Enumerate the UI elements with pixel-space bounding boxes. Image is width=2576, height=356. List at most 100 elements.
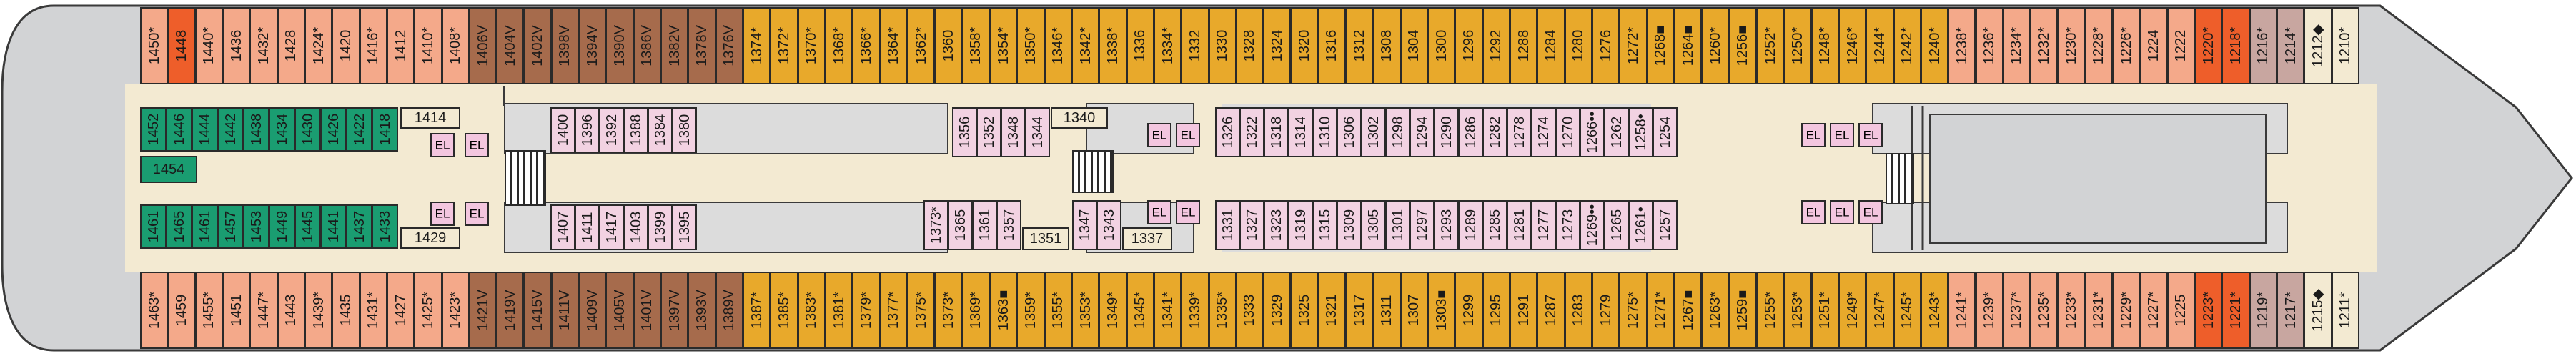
cabin-1376V[interactable]: 1376V	[715, 7, 744, 84]
cabin-1217[interactable]: 1217*	[2277, 272, 2305, 349]
cabin-1401V[interactable]: 1401V	[633, 272, 662, 349]
cabin-1210[interactable]: 1210*	[2331, 7, 2359, 84]
cabin-1276[interactable]: 1276	[1592, 7, 1620, 84]
cabin-1351[interactable]: 1351	[1022, 227, 1069, 250]
cabin-1414[interactable]: 1414	[400, 107, 460, 129]
cabin-1440[interactable]: 1440*	[194, 7, 223, 84]
cabin-1220[interactable]: 1220*	[2194, 7, 2223, 84]
cabin-1322[interactable]: 1322	[1239, 107, 1264, 157]
cabin-1417[interactable]: 1417	[599, 204, 624, 250]
cabin-1318[interactable]: 1318	[1264, 107, 1289, 157]
cabin-1325[interactable]: 1325	[1290, 272, 1319, 349]
cabin-1307[interactable]: 1307	[1400, 272, 1429, 349]
cabin-1400[interactable]: 1400	[550, 107, 575, 153]
cabin-1247[interactable]: 1247*	[1866, 272, 1894, 349]
cabin-1270[interactable]: 1270	[1555, 107, 1580, 157]
cabin-1424[interactable]: 1424*	[304, 7, 333, 84]
cabin-1342[interactable]: 1342*	[1071, 7, 1100, 84]
cabin-1411[interactable]: 1411	[575, 204, 600, 250]
cabin-1226[interactable]: 1226*	[2112, 7, 2141, 84]
cabin-1445[interactable]: 1445	[294, 204, 321, 249]
cabin-1234[interactable]: 1234*	[2002, 7, 2031, 84]
cabin-1439[interactable]: 1439*	[304, 272, 333, 349]
cabin-1233[interactable]: 1233*	[2057, 272, 2086, 349]
cabin-1328[interactable]: 1328	[1235, 7, 1264, 84]
cabin-1350[interactable]: 1350*	[1016, 7, 1045, 84]
cabin-1316[interactable]: 1316	[1317, 7, 1347, 84]
cabin-1448[interactable]: 1448	[167, 7, 196, 84]
cabin-1317[interactable]: 1317	[1345, 272, 1374, 349]
cabin-1232[interactable]: 1232*	[2030, 7, 2059, 84]
cabin-1304[interactable]: 1304	[1400, 7, 1429, 84]
cabin-1402V[interactable]: 1402V	[523, 7, 552, 84]
cabin-1249[interactable]: 1249*	[1838, 272, 1867, 349]
cabin-1338[interactable]: 1338*	[1099, 7, 1127, 84]
cabin-1275[interactable]: 1275*	[1619, 272, 1648, 349]
cabin-1429[interactable]: 1429	[400, 227, 460, 249]
cabin-1368[interactable]: 1368*	[825, 7, 853, 84]
cabin-1396[interactable]: 1396	[575, 107, 600, 153]
cabin-1340[interactable]: 1340	[1051, 107, 1108, 129]
cabin-1436[interactable]: 1436	[222, 7, 251, 84]
cabin-1259[interactable]: 1259■	[1728, 272, 1757, 349]
cabin-1227[interactable]: 1227*	[2139, 272, 2168, 349]
cabin-1333[interactable]: 1333	[1235, 272, 1264, 349]
cabin-1211[interactable]: 1211*	[2331, 272, 2359, 349]
cabin-1365[interactable]: 1365	[948, 200, 973, 250]
cabin-1326[interactable]: 1326	[1215, 107, 1240, 157]
cabin-1291[interactable]: 1291	[1510, 272, 1538, 349]
cabin-1418[interactable]: 1418	[372, 107, 398, 152]
cabin-1273[interactable]: 1273	[1555, 200, 1580, 250]
cabin-1459[interactable]: 1459	[167, 272, 196, 349]
cabin-1324[interactable]: 1324	[1263, 7, 1292, 84]
cabin-1283[interactable]: 1283	[1564, 272, 1592, 349]
cabin-1443[interactable]: 1443	[277, 272, 305, 349]
cabin-1256[interactable]: 1256■	[1728, 7, 1757, 84]
cabin-1281[interactable]: 1281	[1507, 200, 1532, 250]
cabin-1282[interactable]: 1282	[1482, 107, 1507, 157]
cabin-1246[interactable]: 1246*	[1838, 7, 1867, 84]
cabin-1286[interactable]: 1286	[1458, 107, 1483, 157]
cabin-1279[interactable]: 1279	[1592, 272, 1620, 349]
cabin-1447[interactable]: 1447*	[249, 272, 278, 349]
cabin-1296[interactable]: 1296	[1455, 7, 1483, 84]
cabin-1251[interactable]: 1251*	[1810, 272, 1839, 349]
cabin-1212[interactable]: 1212◆	[2304, 7, 2332, 84]
cabin-1293[interactable]: 1293	[1434, 200, 1459, 250]
cabin-1451[interactable]: 1451	[222, 272, 251, 349]
cabin-1240[interactable]: 1240*	[1920, 7, 1949, 84]
cabin-1347[interactable]: 1347	[1072, 200, 1097, 250]
cabin-1393V[interactable]: 1393V	[688, 272, 716, 349]
cabin-1339[interactable]: 1339*	[1181, 272, 1209, 349]
cabin-1300[interactable]: 1300	[1427, 7, 1456, 84]
cabin-1403[interactable]: 1403	[623, 204, 648, 250]
cabin-1435[interactable]: 1435	[332, 272, 360, 349]
cabin-1355[interactable]: 1355*	[1044, 272, 1072, 349]
cabin-1218[interactable]: 1218*	[2221, 7, 2250, 84]
cabin-1453[interactable]: 1453	[243, 204, 269, 249]
cabin-1441[interactable]: 1441	[320, 204, 347, 249]
cabin-1427[interactable]: 1427	[386, 272, 415, 349]
cabin-1461[interactable]: 1461	[140, 204, 167, 249]
cabin-1231[interactable]: 1231*	[2084, 272, 2114, 349]
cabin-1379[interactable]: 1379*	[852, 272, 881, 349]
cabin-1431[interactable]: 1431*	[359, 272, 387, 349]
cabin-1228[interactable]: 1228*	[2084, 7, 2114, 84]
cabin-1230[interactable]: 1230*	[2057, 7, 2086, 84]
cabin-1241[interactable]: 1241*	[1948, 272, 1976, 349]
cabin-1392[interactable]: 1392	[599, 107, 624, 153]
cabin-1358[interactable]: 1358*	[961, 7, 990, 84]
cabin-1268[interactable]: 1268■	[1646, 7, 1675, 84]
cabin-1245[interactable]: 1245*	[1893, 272, 1921, 349]
cabin-1386V[interactable]: 1386V	[633, 7, 662, 84]
cabin-1278[interactable]: 1278	[1507, 107, 1532, 157]
cabin-1274[interactable]: 1274	[1531, 107, 1556, 157]
cabin-1263[interactable]: 1263*	[1701, 272, 1730, 349]
cabin-1252[interactable]: 1252*	[1755, 7, 1785, 84]
cabin-1261[interactable]: 1261•	[1628, 200, 1653, 250]
cabin-1306[interactable]: 1306	[1337, 107, 1362, 157]
cabin-1465[interactable]: 1465	[166, 204, 192, 249]
cabin-1320[interactable]: 1320	[1290, 7, 1319, 84]
cabin-1344[interactable]: 1344	[1025, 107, 1050, 157]
cabin-1266[interactable]: 1266••	[1580, 107, 1605, 157]
